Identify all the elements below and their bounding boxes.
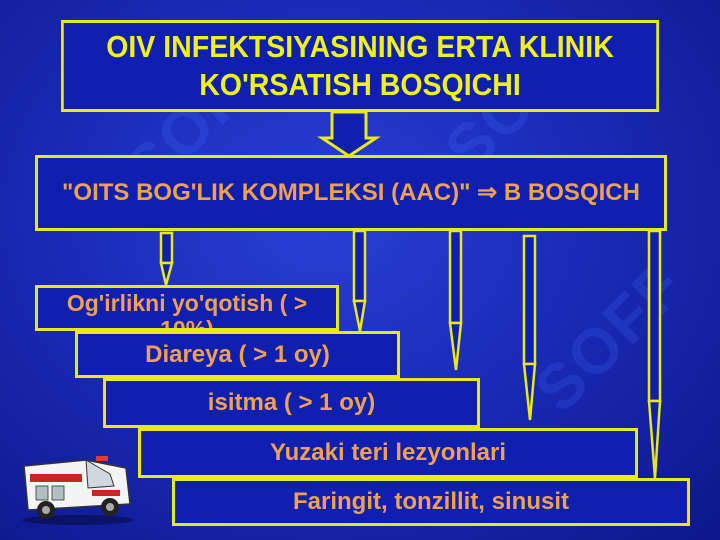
arrow-head-1 [159, 261, 174, 286]
arrow-shaft-5 [647, 229, 662, 403]
arrow-shaft-4 [522, 234, 537, 366]
item-pharyngitis-text: Faringit, tonzillit, sinusit [293, 488, 569, 515]
item-weight-loss: Og'irlikni yo'qotish ( > 10%) [35, 285, 339, 331]
slide-title: OIV INFEKTSIYASINING ERTA KLINIK KO'RSAT… [61, 20, 659, 112]
item-diarrhea-text: Diareya ( > 1 oy) [145, 340, 330, 368]
stage-text: "OITS BOG'LIK KOMPLEKSI (AAC)" ⇒ B BOSQI… [62, 179, 640, 206]
main-down-arrow [317, 110, 381, 158]
arrow-head-5 [647, 399, 662, 479]
arrow-shaft-2 [352, 229, 367, 303]
item-skin-lesions-text: Yuzaki teri lezyonlari [269, 439, 507, 466]
item-diarrhea: Diareya ( > 1 oy) [75, 331, 400, 378]
item-weight-loss-text: Og'irlikni yo'qotish ( > 10%) [66, 290, 308, 331]
item-pharyngitis: Faringit, tonzillit, sinusit [172, 478, 690, 526]
item-fever-text: isitma ( > 1 oy) [207, 389, 376, 416]
arrow-head-4 [522, 362, 537, 421]
stage-box: "OITS BOG'LIK KOMPLEKSI (AAC)" ⇒ B BOSQI… [35, 155, 667, 231]
slide-title-text: OIV INFEKTSIYASINING ERTA KLINIK KO'RSAT… [106, 29, 614, 102]
arrow-shaft-3 [448, 229, 463, 325]
arrow-head-2 [352, 299, 367, 332]
arrow-shaft-1 [159, 231, 174, 265]
item-skin-lesions: Yuzaki teri lezyonlari [138, 428, 638, 478]
ambulance-icon [22, 456, 134, 525]
arrow-head-3 [448, 321, 463, 371]
item-fever: isitma ( > 1 oy) [103, 378, 480, 428]
